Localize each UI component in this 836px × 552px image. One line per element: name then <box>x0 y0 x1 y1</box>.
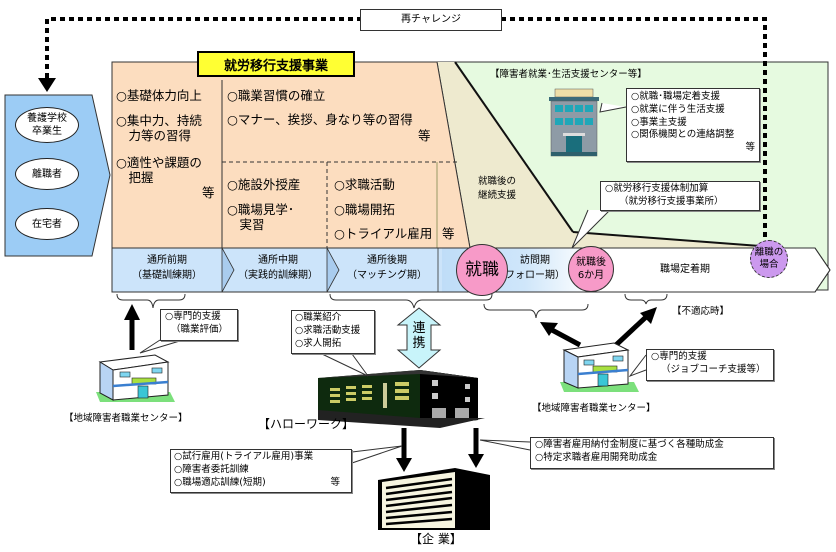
phase-sub: （基礎訓練期） <box>132 269 202 281</box>
support-center-callout: ○就職･職場定着支援 ○就業に伴う生活支援 ○事業主支援 ○関係機関との連絡調整… <box>626 88 760 162</box>
phase-sub: （マッチング期） <box>347 269 427 281</box>
vocational-left-label: 【地域障害者職業センター】 <box>64 413 188 424</box>
enterprise-right-callout: ○障害者雇用納付金制度に基づく各種助成金 ○特定求職者雇用開発助成金 <box>530 437 774 469</box>
hello-work-item: ○職業紹介 <box>295 312 342 323</box>
vocational-center-left-building-icon <box>96 354 175 402</box>
program-title: 就労移行支援事業 <box>197 51 355 77</box>
col2-bottom-item-2: ○職場見学･ 実習 <box>227 202 295 232</box>
vocational-left-callout: ○専門的支援 （職業評価） <box>160 309 238 341</box>
hello-work-item: ○求職活動支援 <box>295 324 361 336</box>
phase-visit: 訪問期 フォロー期） <box>505 254 565 283</box>
phase-early: 通所前期 （基礎訓練期） <box>112 254 222 283</box>
vocational-left-line: ○専門的支援 <box>165 311 221 322</box>
vocational-left-line: （職業評価） <box>171 323 229 335</box>
support-center-item: ○就業に伴う生活支援 <box>631 103 725 115</box>
bonus-line: （就労移行支援事業所） <box>619 195 724 207</box>
phase-late: 通所後期 （マッチング期） <box>332 254 442 283</box>
enterprise-left-item: ○試行雇用(トライアル雇用)事業 <box>174 451 314 462</box>
enterprise-right-item: ○障害者雇用納付金制度に基づく各種助成金 <box>535 439 724 450</box>
post-employment-label: 就職後の 継続支援 <box>478 176 517 202</box>
source-school-graduates: 養護学校 卒業生 <box>15 107 79 143</box>
col2-item-1: ○職業習慣の確立 <box>227 88 326 103</box>
support-center-etc: 等 <box>745 142 755 154</box>
vocational-right-line: （ジョブコーチ支援等） <box>661 363 766 375</box>
phase-label: 職場定着期 <box>660 264 710 275</box>
enterprise-label: 【企 業】 <box>410 532 462 546</box>
continuous-support-wedge <box>437 62 753 248</box>
col3-etc: 等 <box>442 226 455 241</box>
rechallenge-label: 再チャレンジ <box>360 9 502 31</box>
source-job-leavers: 離職者 <box>15 158 79 190</box>
phase-sub: フォロー期） <box>505 269 565 281</box>
enterprise-building-icon <box>378 468 490 530</box>
vocational-center-right-building-icon <box>560 342 639 392</box>
support-center-item: ○事業主支援 <box>631 116 687 128</box>
col1-etc: 等 <box>202 185 215 200</box>
leave-circle: 離職の 場合 <box>750 240 788 278</box>
col1-item-2: ○集中力、持続 力等の習得 <box>116 113 202 143</box>
col2-etc: 等 <box>418 128 431 143</box>
enterprise-left-callout: ○試行雇用(トライアル雇用)事業 ○障害者委託訓練 ○職場適応訓練(短期) 等 <box>170 449 352 493</box>
hello-work-callout: ○職業紹介 ○求職活動支援 ○求人開拓 <box>291 310 375 354</box>
six-month-circle: 就職後 6か月 <box>568 246 614 292</box>
hello-work-label: 【ハローワーク】 <box>258 417 355 431</box>
link-label: 連 携 <box>412 321 426 351</box>
col2-bottom-item-1: ○施設外授産 <box>227 177 301 192</box>
phase-label: 訪問期 <box>520 255 550 266</box>
phase-retention: 職場定着期 <box>640 263 730 278</box>
col2-item-2: ○マナー、挨拶、身なり等の習得 <box>227 112 413 127</box>
enterprise-left-item: ○障害者委託訓練 <box>174 463 249 475</box>
support-center-title: 【障害者就業･生活支援センター等】 <box>490 69 647 80</box>
bonus-line: ○就労移行支援体制加算 <box>605 183 709 194</box>
phase-middle: 通所中期 （実践的訓練期） <box>226 254 330 283</box>
support-center-item: ○関係機関との連絡調整 <box>631 129 735 141</box>
enterprise-left-etc: 等 <box>330 476 340 488</box>
employment-circle: 就職 <box>456 244 508 296</box>
enterprise-left-item: ○職場適応訓練(短期) <box>174 476 266 488</box>
rechallenge-arrowhead <box>38 78 56 92</box>
program-title-text: 就労移行支援事業 <box>223 58 328 74</box>
vocational-right-line: ○専門的支援 <box>651 351 707 362</box>
support-center-item: ○就職･職場定着支援 <box>631 91 721 102</box>
source-at-home: 在宅者 <box>15 208 79 240</box>
col3-item-3: ○トライアル雇用 <box>334 226 433 241</box>
col3-item-1: ○求職活動 <box>334 177 395 192</box>
col3-item-2: ○職場開拓 <box>334 202 395 217</box>
hello-work-item: ○求人開拓 <box>295 337 342 349</box>
enterprise-right-item: ○特定求職者雇用開発助成金 <box>535 451 658 463</box>
phase-label: 通所前期 <box>147 255 187 266</box>
phase-label: 通所後期 <box>367 255 407 266</box>
vocational-right-callout: ○専門的支援 （ジョブコーチ支援等） <box>646 349 774 381</box>
link-arrow <box>396 307 442 369</box>
support-center-building-icon <box>549 88 599 157</box>
phase-label: 通所中期 <box>258 255 298 266</box>
bonus-callout: ○就労移行支援体制加算 （就労移行支援事業所） <box>600 181 760 211</box>
col1-item-3: ○適性や課題の 把握 <box>116 155 202 185</box>
hello-work-building-icon <box>318 370 485 428</box>
phase-sub: （実践的訓練期） <box>238 269 318 281</box>
col1-item-1: ○基礎体力向上 <box>116 88 202 103</box>
maladjust-label: 【不適応時】 <box>672 306 730 317</box>
vocational-right-label: 【地域障害者職業センター】 <box>532 403 656 414</box>
